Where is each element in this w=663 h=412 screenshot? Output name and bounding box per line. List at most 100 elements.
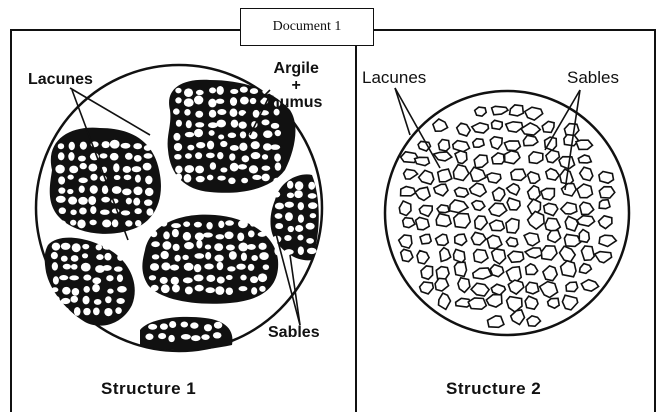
pore-cell — [122, 189, 132, 196]
pore-cell — [250, 88, 258, 94]
pore-cell — [70, 220, 76, 226]
pore-cell — [285, 212, 293, 221]
pore-cell — [306, 238, 314, 244]
pore-cell — [275, 223, 283, 229]
pore-cell — [252, 175, 261, 180]
structure2-label-sables: Sables — [567, 69, 619, 86]
pore-cell — [115, 307, 121, 314]
pore-cell — [78, 156, 86, 162]
pore-cell — [58, 187, 65, 193]
pore-cell — [196, 176, 205, 182]
pore-cell — [124, 175, 132, 180]
sand-grain — [471, 283, 489, 296]
pore-cell — [125, 153, 133, 160]
pore-cell — [185, 153, 192, 159]
pore-cell — [94, 299, 102, 305]
pore-cell — [216, 120, 226, 128]
pore-cell — [104, 253, 111, 261]
pore-cell — [196, 90, 204, 95]
sand-grain — [506, 237, 518, 246]
pore-cell — [224, 232, 233, 240]
pore-cell — [172, 229, 179, 237]
sand-grain — [529, 152, 543, 164]
pore-cell — [287, 192, 294, 198]
pore-cell — [217, 109, 226, 115]
pore-cell — [207, 175, 213, 181]
pore-cell — [100, 153, 108, 158]
sand-grain — [420, 234, 431, 244]
pore-cell — [237, 233, 244, 242]
pore-cell — [307, 248, 317, 254]
pore-cell — [184, 242, 194, 249]
pore-cell — [195, 233, 204, 241]
pore-cell — [100, 210, 110, 215]
pore-cell — [90, 185, 98, 194]
sand-grain — [455, 234, 467, 245]
sand-grain — [543, 266, 557, 281]
sand-grain — [560, 246, 576, 261]
pore-cell — [105, 296, 111, 303]
sand-grain — [470, 167, 486, 181]
pore-cell — [74, 307, 81, 316]
sand-grain — [506, 122, 523, 132]
sand-grain — [528, 186, 541, 201]
pore-cell — [184, 165, 194, 173]
sand-grain — [528, 172, 540, 184]
pore-cell — [218, 134, 224, 139]
pore-cell — [248, 230, 255, 237]
pore-cell — [88, 164, 97, 172]
sand-grain — [528, 211, 545, 229]
structure1-label-sables: Sables — [268, 325, 320, 341]
pore-cell — [145, 188, 154, 196]
pore-cell — [96, 254, 103, 260]
structure2-sand-grains — [399, 105, 617, 327]
pore-cell — [144, 145, 152, 151]
pore-cell — [195, 285, 204, 292]
pore-cell — [80, 163, 87, 169]
pore-cell — [194, 96, 203, 105]
pore-cell — [58, 143, 64, 149]
pore-cell — [104, 308, 112, 316]
sand-grain — [579, 230, 589, 243]
pore-cell — [173, 133, 180, 141]
sand-grain — [580, 167, 593, 180]
pore-cell — [52, 296, 60, 302]
pore-cell — [78, 178, 87, 184]
label-argile: Argile — [270, 61, 322, 78]
pore-cell — [220, 167, 227, 172]
pore-cell — [238, 164, 247, 170]
sand-grain — [458, 278, 470, 293]
pore-cell — [272, 191, 280, 197]
pore-cell — [288, 226, 294, 232]
pore-cell — [207, 141, 214, 150]
sand-grain — [599, 200, 610, 209]
pore-cell — [185, 287, 193, 295]
pore-cell — [175, 88, 181, 94]
sand-grain — [399, 235, 412, 248]
pore-cell — [209, 87, 216, 93]
pore-cell — [90, 174, 97, 181]
pore-cell — [217, 86, 224, 95]
sand-grain — [490, 220, 505, 231]
pore-cell — [259, 243, 267, 250]
pore-cell — [285, 202, 294, 208]
pore-cell — [112, 186, 122, 194]
pore-cell — [195, 166, 204, 174]
pore-cell — [106, 275, 113, 281]
pore-cell — [81, 263, 91, 272]
pore-cell — [110, 140, 120, 149]
pore-cell — [71, 264, 78, 270]
pore-cell — [88, 196, 96, 205]
sand-grain — [599, 172, 614, 184]
sand-grain — [474, 155, 488, 168]
pore-cell — [206, 153, 215, 159]
pore-cell — [229, 251, 237, 260]
pore-cell — [195, 111, 203, 118]
pore-cell — [226, 275, 233, 280]
pore-cell — [236, 264, 245, 270]
pore-cell — [102, 220, 111, 228]
sand-grain — [508, 251, 524, 262]
pore-cell — [201, 334, 209, 340]
pore-cell — [230, 97, 237, 106]
pore-cell — [230, 89, 238, 94]
